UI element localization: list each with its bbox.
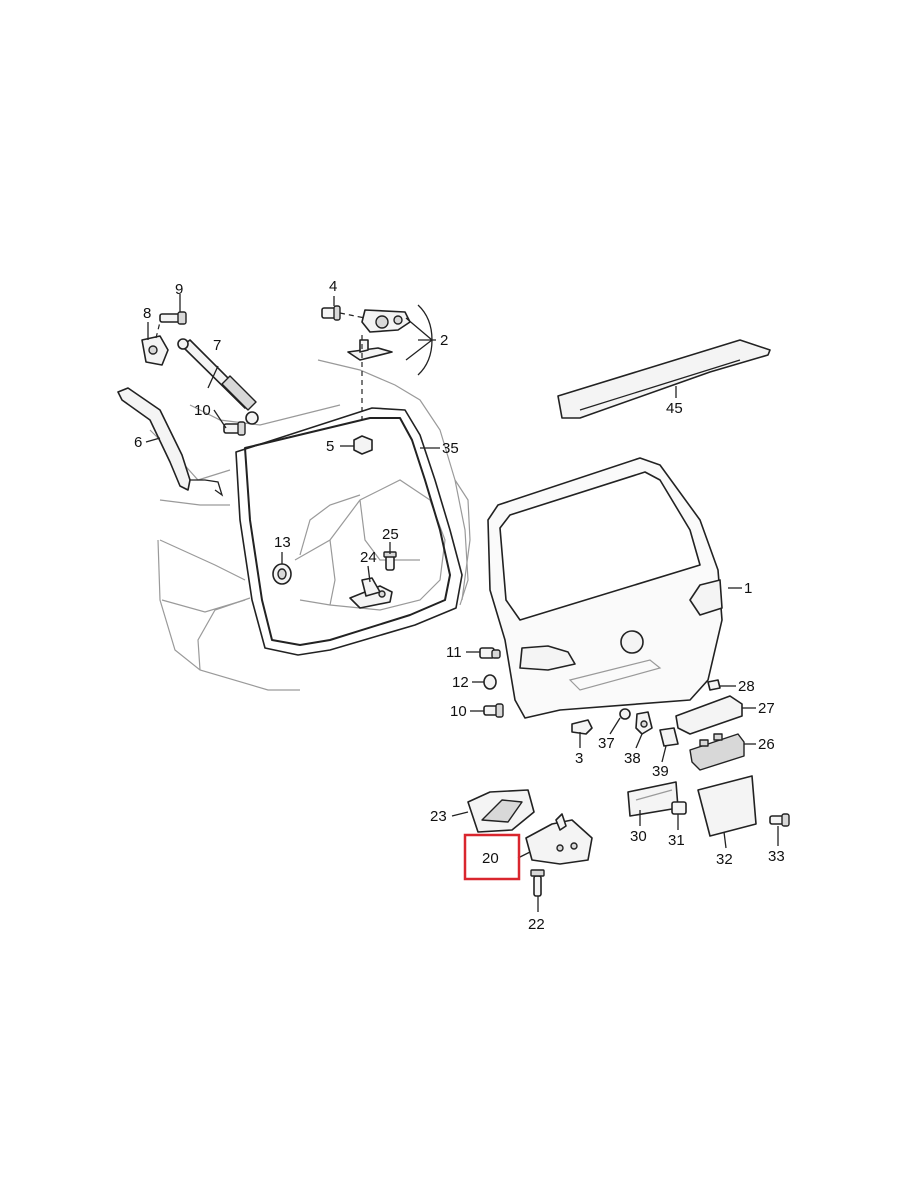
nut-part <box>353 435 373 455</box>
tailgate-part <box>487 457 723 719</box>
callout-2: 2 <box>440 332 448 349</box>
striker-assembly <box>349 551 397 609</box>
callout-26: 26 <box>758 736 775 753</box>
callout-30: 30 <box>630 828 647 845</box>
callout-13: 13 <box>274 534 291 551</box>
highlight-box-callout-20 <box>463 833 521 881</box>
callout-20: 20 <box>482 850 499 867</box>
callout-5: 5 <box>326 438 334 455</box>
callout-7: 7 <box>213 337 221 354</box>
callout-28: 28 <box>738 678 755 695</box>
callout-labels: 1 2 3 4 5 6 7 8 9 10 10 11 12 13 20 22 2… <box>134 278 785 933</box>
spoiler-part <box>557 339 771 419</box>
fasteners-left <box>479 647 504 718</box>
callout-32: 32 <box>716 851 733 868</box>
light-assembly <box>675 679 745 771</box>
callout-11: 11 <box>446 644 462 661</box>
callout-8: 8 <box>143 305 151 322</box>
latch-assembly <box>467 789 593 897</box>
callout-12: 12 <box>452 674 469 691</box>
callout-10-upper: 10 <box>194 402 211 419</box>
buffer-part <box>272 563 292 585</box>
callout-33: 33 <box>768 848 785 865</box>
callout-23: 23 <box>430 808 447 825</box>
callout-25: 25 <box>382 526 399 543</box>
leader-lines <box>145 294 779 912</box>
callout-37: 37 <box>598 735 615 752</box>
callout-10-lower: 10 <box>450 703 467 720</box>
callout-27: 27 <box>758 700 775 717</box>
car-body-outline <box>149 359 471 691</box>
callout-35: 35 <box>442 440 459 457</box>
callout-45: 45 <box>666 400 683 417</box>
callout-22: 22 <box>528 916 545 933</box>
tailgate-seal <box>235 407 463 656</box>
gas-strut-assembly <box>117 311 259 497</box>
callout-1: 1 <box>744 580 752 597</box>
callout-9: 9 <box>175 281 183 298</box>
hinge-assembly <box>321 304 434 420</box>
callout-24: 24 <box>360 549 377 566</box>
callout-38: 38 <box>624 750 641 767</box>
callout-31: 31 <box>668 832 685 849</box>
callout-3: 3 <box>575 750 583 767</box>
plate-bracket-assembly <box>627 775 790 837</box>
callout-39: 39 <box>652 763 669 780</box>
grommets-and-clips <box>571 708 679 747</box>
callout-4: 4 <box>329 278 337 295</box>
callout-6: 6 <box>134 434 142 451</box>
